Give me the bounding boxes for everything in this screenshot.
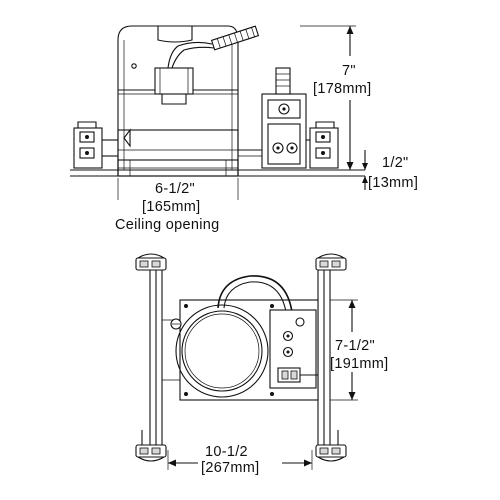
ceiling-opening-dimension: 6-1/2" [165mm] Ceiling opening — [115, 178, 239, 233]
left-rail — [149, 270, 163, 445]
opening-metric-label: [165mm] — [142, 199, 201, 215]
opening-caption: Ceiling opening — [115, 217, 219, 233]
height-imperial-label: 7" — [342, 63, 356, 79]
ceiling-metric-label: [13mm] — [368, 175, 418, 191]
left-bar-hanger — [73, 121, 118, 169]
junction-box — [238, 67, 307, 169]
clip-top-left — [135, 253, 167, 271]
clip-bottom-left — [135, 430, 167, 462]
width-metric-label: [267mm] — [201, 460, 260, 476]
right-rail — [317, 270, 331, 445]
flex-conduit — [217, 275, 293, 313]
top-view: 7-1/2" [191mm] 10-1/2 [267mm] — [135, 253, 389, 476]
depth-dimension: 7-1/2" [191mm] — [330, 299, 389, 401]
socket-wire — [167, 41, 213, 69]
ceiling-thickness-dimension: 1/2" [13mm] — [362, 150, 418, 191]
height-metric-label: [178mm] — [313, 81, 372, 97]
right-bar-hanger — [306, 121, 339, 169]
width-imperial-label: 10-1/2 — [205, 444, 248, 460]
height-dimension: 7" [178mm] — [300, 25, 372, 170]
aperture-outer — [175, 304, 269, 398]
clip-top-right — [315, 253, 347, 271]
top-junction-box — [269, 309, 318, 389]
aperture-inner — [181, 310, 263, 392]
depth-imperial-label: 7-1/2" — [335, 338, 375, 354]
ceiling-imperial-label: 1/2" — [382, 155, 409, 171]
clip-bottom-right — [315, 430, 347, 462]
side-view: 7" [178mm] 1/2" [13mm] 6-1/2" [165mm] Ce… — [70, 25, 418, 233]
opening-imperial-label: 6-1/2" — [155, 181, 195, 197]
lamp-socket — [154, 67, 194, 95]
depth-metric-label: [191mm] — [330, 356, 389, 372]
wire-connector — [210, 25, 260, 51]
width-dimension: 10-1/2 [267mm] — [167, 444, 313, 476]
